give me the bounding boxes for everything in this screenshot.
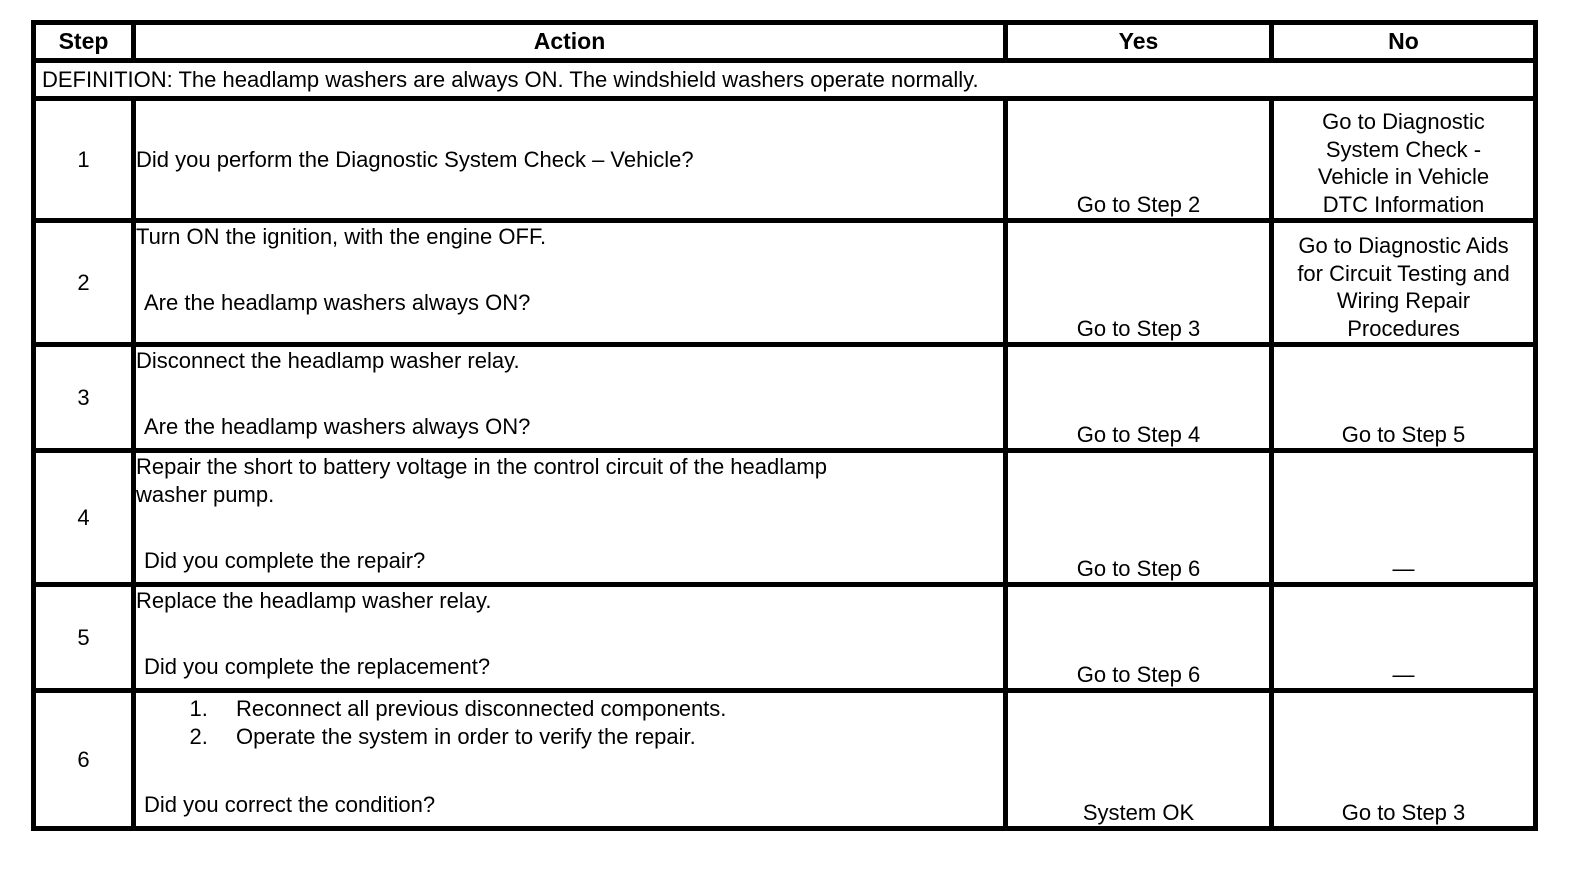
yes-cell: Go to Step 4 [1003, 342, 1274, 453]
column-header-action: Action [131, 20, 1008, 63]
diagnostic-steps-table: Step Action Yes No DEFINITION: The headl… [31, 20, 1538, 831]
table-header-row: Step Action Yes No [31, 20, 1538, 63]
yes-cell: Go to Step 2 [1003, 96, 1274, 223]
definition-text: DEFINITION: The headlamp washers are alw… [31, 58, 1538, 101]
column-header-no: No [1269, 20, 1538, 63]
action-cell: Did you perform the Diagnostic System Ch… [131, 96, 1008, 223]
action-question: Are the headlamp washers always ON? [144, 289, 531, 315]
action-list-item: Operate the system in order to verify th… [214, 723, 1001, 751]
yes-cell: Go to Step 6 [1003, 448, 1274, 587]
table-row: 6 Reconnect all previous disconnected co… [31, 688, 1538, 831]
action-instruction: Disconnect the headlamp washer relay. [136, 348, 520, 374]
no-cell: Go to Diagnostic Aids for Circuit Testin… [1269, 218, 1538, 347]
step-number: 1 [31, 96, 136, 223]
yes-cell: System OK [1003, 688, 1274, 831]
yes-cell: Go to Step 3 [1003, 218, 1274, 347]
action-cell: Repair the short to battery voltage in t… [131, 448, 1008, 587]
action-question: Did you correct the condition? [144, 791, 436, 817]
action-numbered-list: Reconnect all previous disconnected comp… [139, 696, 1001, 751]
action-instruction: Replace the headlamp washer relay. [136, 588, 492, 614]
no-cell: Go to Step 5 [1269, 342, 1538, 453]
action-cell: Turn ON the ignition, with the engine OF… [131, 218, 1008, 347]
column-header-yes: Yes [1003, 20, 1274, 63]
no-cell: — [1269, 448, 1538, 587]
step-number: 5 [31, 582, 136, 693]
table-row: 4 Repair the short to battery voltage in… [31, 448, 1538, 587]
yes-cell: Go to Step 6 [1003, 582, 1274, 693]
table-row: 5 Replace the headlamp washer relay. Did… [31, 582, 1538, 693]
action-instruction: Repair the short to battery voltage in t… [136, 454, 827, 507]
step-number: 3 [31, 342, 136, 453]
action-list-item: Reconnect all previous disconnected comp… [214, 696, 1001, 723]
action-cell: Replace the headlamp washer relay. Did y… [131, 582, 1008, 693]
no-cell: — [1269, 582, 1538, 693]
action-cell: Reconnect all previous disconnected comp… [131, 688, 1008, 831]
column-header-step: Step [31, 20, 136, 63]
step-number: 6 [31, 688, 136, 831]
step-number: 4 [31, 448, 136, 587]
action-question: Did you complete the repair? [144, 547, 426, 573]
table-row: 1 Did you perform the Diagnostic System … [31, 96, 1538, 223]
step-number: 2 [31, 218, 136, 347]
no-cell: Go to Step 3 [1269, 688, 1538, 831]
no-cell: Go to Diagnostic System Check - Vehicle … [1269, 96, 1538, 223]
action-cell: Disconnect the headlamp washer relay. Ar… [131, 342, 1008, 453]
action-question: Did you complete the replacement? [144, 653, 491, 679]
definition-row: DEFINITION: The headlamp washers are alw… [31, 58, 1538, 101]
table-row: 3 Disconnect the headlamp washer relay. … [31, 342, 1538, 453]
table-row: 2 Turn ON the ignition, with the engine … [31, 218, 1538, 347]
action-question: Are the headlamp washers always ON? [144, 413, 531, 439]
action-question: Did you perform the Diagnostic System Ch… [136, 146, 694, 172]
action-instruction: Turn ON the ignition, with the engine OF… [136, 224, 547, 250]
